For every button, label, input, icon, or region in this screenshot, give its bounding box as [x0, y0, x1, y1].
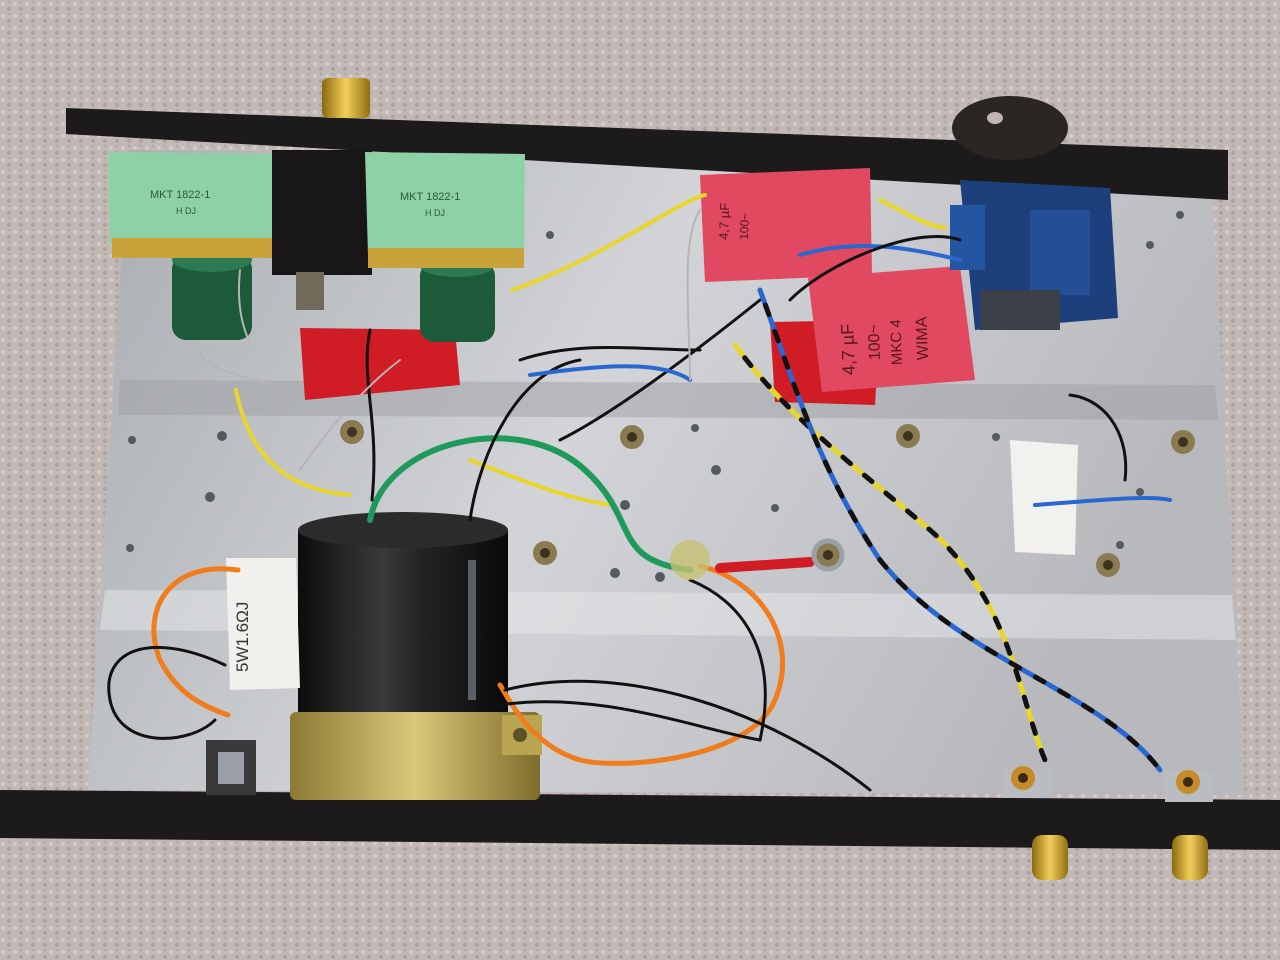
top-input-jack: [322, 78, 370, 118]
rca-jack-right: [1165, 770, 1213, 880]
rca-jack-left: [1003, 766, 1068, 880]
cap-mid-sub: H DJ: [425, 208, 445, 218]
solder-terminal: [670, 540, 710, 580]
resistor-left-label: 5W1.6ΩJ: [233, 602, 252, 672]
top-panel: [66, 108, 1228, 200]
cap-left-brand: MKT 1822-1: [150, 189, 210, 201]
filter-capacitor: [290, 512, 542, 800]
ceramic-resistor-right: [1010, 440, 1078, 555]
red-cap-front-series: MKC 4: [887, 319, 906, 365]
volume-knob: [952, 96, 1068, 160]
film-cap-left: MKT 1822-1 H DJ: [108, 152, 272, 258]
red-cap-back: 4,7 µF 100~: [700, 168, 872, 282]
red-cap-back-value: 4,7 µF: [716, 202, 732, 240]
capacitor-clamp: [290, 712, 540, 800]
red-cap-front-brand: WIMA: [913, 316, 932, 360]
cap-mid-brand: MKT 1822-1: [400, 191, 460, 203]
blue-potentiometer: [950, 180, 1118, 330]
mounting-holes: [126, 211, 1184, 582]
red-cap-front: 4,7 µF 100~ MKC 4 WIMA: [808, 266, 975, 392]
power-resistor-left: 5W1.6ΩJ: [226, 558, 300, 690]
chassis-bend-shadow: [118, 380, 1218, 420]
red-cap-front-value: 4,7 µF: [837, 323, 859, 375]
screws: [340, 420, 1195, 577]
ring-terminal: [811, 538, 845, 572]
tube-socket-block: [272, 150, 372, 275]
wires: [107, 193, 1172, 792]
film-cap-mid: MKT 1822-1 H DJ: [365, 152, 525, 268]
knob-hole: [987, 112, 1003, 124]
red-cap-front-voltage: 100~: [866, 324, 884, 361]
cap-left-sub: H DJ: [176, 206, 196, 216]
red-tape-left: [300, 328, 460, 400]
socket-lug: [296, 272, 324, 310]
bottom-panel: [0, 790, 1280, 850]
red-cap-back-voltage: 100~: [737, 213, 752, 241]
electrolytic-cap-mid: [420, 255, 495, 342]
